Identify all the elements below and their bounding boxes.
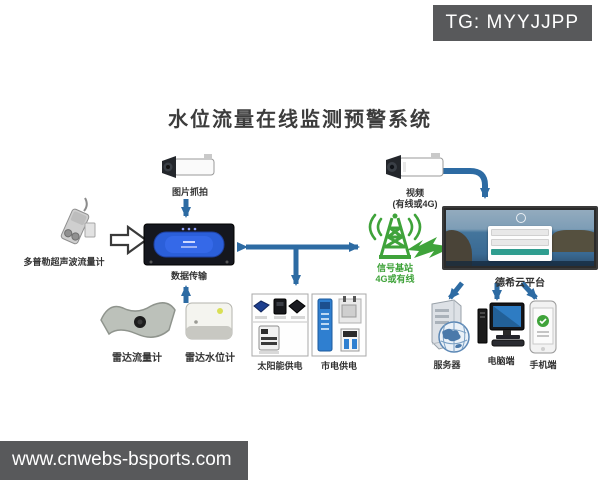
server-icon bbox=[431, 299, 470, 353]
snapshot-camera-icon bbox=[162, 154, 215, 178]
login-field bbox=[491, 239, 549, 246]
cloud-platform-label: 德希云平台 bbox=[495, 278, 545, 289]
base-station-icon bbox=[368, 213, 422, 259]
doppler-flowmeter-icon bbox=[60, 197, 96, 245]
arrow-doppler-to-dtu bbox=[109, 224, 148, 256]
base-station-label: 信号基站 4G或有线 bbox=[358, 263, 432, 286]
screen-bottom-bar bbox=[446, 261, 594, 266]
solar-power-label: 太阳能供电 bbox=[257, 361, 303, 371]
doppler-flowmeter-label: 多普勒超声波流量计 bbox=[23, 257, 105, 267]
cloud-platform-screen bbox=[446, 210, 594, 266]
login-field bbox=[491, 229, 549, 236]
login-button-shape bbox=[491, 249, 549, 255]
data-transmission-icon bbox=[143, 223, 235, 266]
video-camera-label-line2: (有线或4G) bbox=[392, 199, 438, 210]
pc-client-icon bbox=[477, 302, 525, 347]
server-label: 服务器 bbox=[433, 360, 461, 370]
phone-client-icon bbox=[529, 300, 557, 354]
screen-logo bbox=[516, 213, 526, 223]
screen-login-card bbox=[488, 226, 552, 261]
phone-client-label: 手机端 bbox=[529, 360, 557, 370]
radar-level-meter-label: 雷达水位计 bbox=[185, 353, 235, 364]
watermark: www.cnwebs-bsports.com bbox=[0, 441, 248, 480]
mains-power-label: 市电供电 bbox=[320, 361, 357, 371]
video-camera-label-line1: 视频 bbox=[405, 188, 424, 198]
radar-flowmeter-icon bbox=[100, 302, 176, 338]
video-camera-label: 视频 (有线或4G) bbox=[381, 188, 449, 211]
video-camera-icon bbox=[386, 153, 444, 179]
arrow-platform-to-server bbox=[448, 281, 464, 300]
screen-rock-right bbox=[552, 230, 594, 252]
mains-power-icon bbox=[311, 293, 367, 357]
radar-flowmeter-label: 雷达流量计 bbox=[112, 353, 162, 364]
radar-level-meter-icon bbox=[185, 302, 233, 340]
snapshot-camera-label: 图片抓拍 bbox=[171, 187, 208, 197]
data-transmission-label: 数据传输 bbox=[170, 271, 207, 281]
base-station-label-line2: 4G或有线 bbox=[375, 274, 415, 285]
solar-power-icon bbox=[251, 293, 309, 357]
base-station-label-line1: 信号基站 bbox=[376, 263, 413, 273]
telegram-badge: TG: MYYJJPP bbox=[432, 5, 592, 41]
cloud-platform-monitor bbox=[442, 206, 598, 270]
diagram-title: 水位流量在线监测预警系统 bbox=[168, 109, 432, 131]
pc-client-label: 电脑端 bbox=[487, 356, 515, 366]
